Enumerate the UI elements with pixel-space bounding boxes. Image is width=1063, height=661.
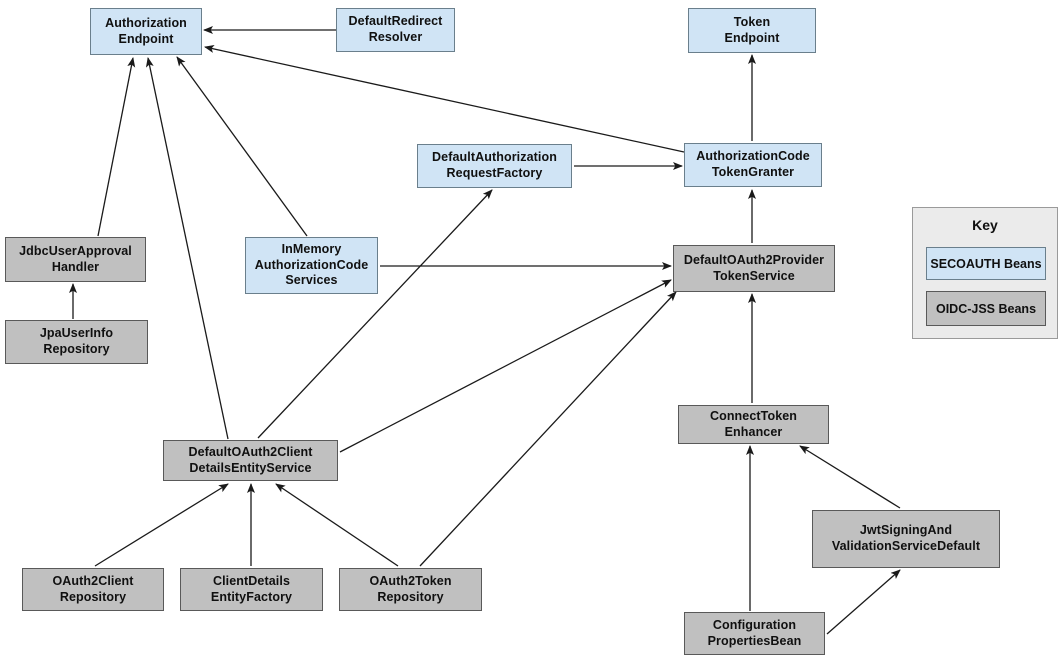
node-inmemory-authorization-code-services[interactable]: InMemory AuthorizationCode Services <box>245 237 378 294</box>
edge-configuration-properties-bean-to-jwt-signing-and-validation-service-default <box>826 569 901 635</box>
node-default-oauth2-client-details-entity-service[interactable]: DefaultOAuth2Client DetailsEntityService <box>163 440 338 481</box>
node-default-oauth2-provider-token-service[interactable]: DefaultOAuth2Provider TokenService <box>673 245 835 292</box>
node-jdbc-user-approval-handler[interactable]: JdbcUserApproval Handler <box>5 237 146 282</box>
edge-oauth2-client-repository-to-default-oauth2-client-details-entity-service <box>94 483 229 567</box>
node-oauth2-client-repository[interactable]: OAuth2Client Repository <box>22 568 164 611</box>
edge-authorization-code-token-granter-to-authorization-endpoint <box>204 45 685 153</box>
edge-oauth2-token-repository-to-default-oauth2-client-details-entity-service <box>275 483 399 567</box>
edge-oauth2-token-repository-to-default-oauth2-provider-token-service <box>419 291 677 567</box>
node-authorization-endpoint[interactable]: Authorization Endpoint <box>90 8 202 55</box>
node-jpa-user-info-repository[interactable]: JpaUserInfo Repository <box>5 320 148 364</box>
edge-default-oauth2-client-details-entity-service-to-default-authorization-request-factory <box>257 189 493 439</box>
node-default-redirect-resolver[interactable]: DefaultRedirect Resolver <box>336 8 455 52</box>
edges <box>69 26 901 635</box>
node-configuration-properties-bean[interactable]: Configuration PropertiesBean <box>684 612 825 655</box>
node-default-authorization-request-factory[interactable]: DefaultAuthorization RequestFactory <box>417 144 572 188</box>
edge-inmemory-authorization-code-services-to-authorization-endpoint <box>176 56 308 237</box>
node-connect-token-enhancer[interactable]: ConnectToken Enhancer <box>678 405 829 444</box>
legend-key-oidc: OIDC-JSS Beans <box>926 291 1046 326</box>
node-jwt-signing-and-validation-service-default[interactable]: JwtSigningAnd ValidationServiceDefault <box>812 510 1000 568</box>
edge-jwt-signing-and-validation-service-default-to-connect-token-enhancer <box>799 445 901 509</box>
legend-key-secoauth: SECOAUTH Beans <box>926 247 1046 280</box>
node-client-details-entity-factory[interactable]: ClientDetails EntityFactory <box>180 568 323 611</box>
edge-jdbc-user-approval-handler-to-authorization-endpoint <box>97 57 136 237</box>
node-authorization-code-token-granter[interactable]: AuthorizationCode TokenGranter <box>684 143 822 187</box>
node-oauth2-token-repository[interactable]: OAuth2Token Repository <box>339 568 482 611</box>
node-token-endpoint[interactable]: Token Endpoint <box>688 8 816 53</box>
legend-title: Key <box>972 217 998 233</box>
edge-default-oauth2-client-details-entity-service-to-default-oauth2-provider-token-service <box>339 279 672 453</box>
edge-default-oauth2-client-details-entity-service-to-authorization-endpoint <box>145 57 229 440</box>
